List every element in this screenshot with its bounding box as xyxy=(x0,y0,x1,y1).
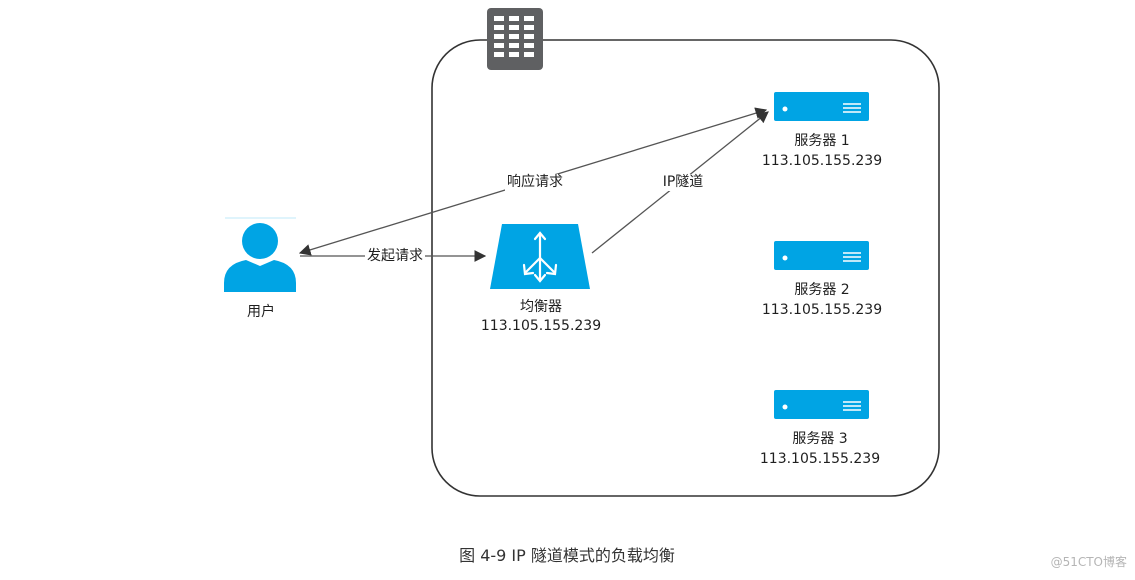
edge-label-request: 发起请求 xyxy=(365,248,425,265)
load-balancer-icon xyxy=(490,224,590,289)
server-2-name: 服务器 2 xyxy=(794,282,850,298)
balancer-name: 均衡器 xyxy=(520,299,562,315)
server-icon xyxy=(774,92,869,121)
figure-caption: 图 4-9 IP 隧道模式的负载均衡 xyxy=(459,546,675,565)
watermark: @51CTO博客 xyxy=(1050,555,1127,569)
edge-label-response: 响应请求 xyxy=(505,174,565,191)
server-1-ip: 113.105.155.239 xyxy=(761,153,883,169)
server-icon xyxy=(774,241,869,270)
server-icon xyxy=(774,390,869,419)
server-3-name: 服务器 3 xyxy=(792,431,848,447)
server-3-ip: 113.105.155.239 xyxy=(759,451,881,467)
datacenter-frame xyxy=(431,39,940,497)
edge-label-tunnel: IP隧道 xyxy=(660,174,706,191)
balancer-ip: 113.105.155.239 xyxy=(480,318,602,334)
server-2-ip: 113.105.155.239 xyxy=(761,302,883,318)
server-1-name: 服务器 1 xyxy=(794,133,850,149)
user-icon xyxy=(224,217,296,292)
user-label: 用户 xyxy=(247,304,275,320)
building-icon xyxy=(487,8,543,70)
